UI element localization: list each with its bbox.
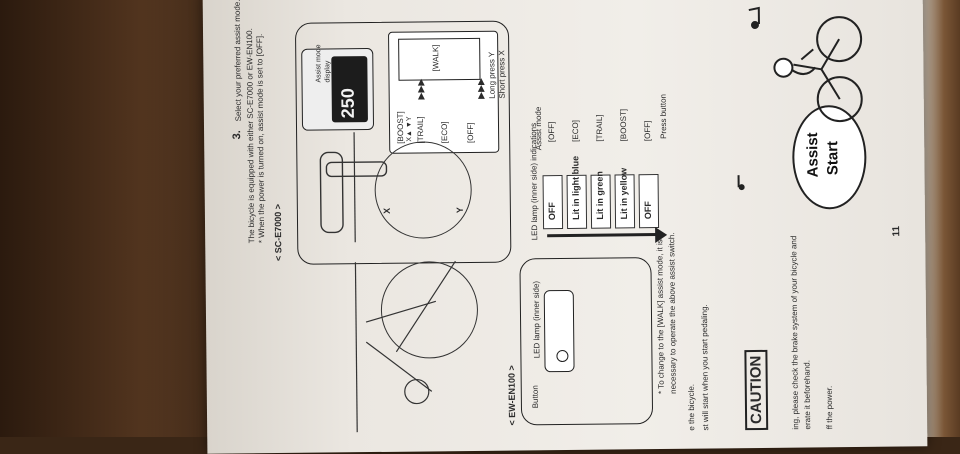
start-label: Start: [824, 140, 842, 176]
sc-e7000-heading: < SC-E7000 >: [272, 203, 284, 262]
left-fragment-2: st will start when you start pedaling.: [699, 304, 711, 431]
press-button-label: Press button: [658, 93, 669, 140]
handlebar-sketch: [319, 132, 388, 243]
display-label-2: display: [324, 60, 332, 83]
lamp-row-blue-label: Lit in light blue: [570, 155, 581, 220]
walk-arrow: ▶▶▶: [415, 78, 426, 100]
page-number: 11: [891, 225, 903, 237]
mode-boost: [BOOST]: [395, 111, 406, 144]
ew-en100-heading: < EW-EN100 >: [506, 365, 518, 426]
long-press-arrow: ▶▶▶: [475, 78, 486, 99]
short-press-label: Short press X: [497, 50, 507, 99]
lamp-row-off-2-label: OFF: [642, 201, 653, 220]
long-press-label: Long press Y: [487, 51, 497, 99]
indications-arrow-head: [655, 227, 668, 244]
left-fragment-1: e the bicycle.: [686, 383, 697, 431]
indications-arrow: [547, 233, 658, 238]
assist-mode-trail: [TRAIL]: [594, 114, 605, 142]
assist-label: Assist: [804, 132, 822, 178]
button-label: Button: [530, 385, 540, 409]
lamp-row-yellow-label: Lit in yellow: [618, 167, 629, 220]
caution-line-1: ing, please check the brake system of yo…: [789, 235, 801, 430]
step-number: 3.: [231, 130, 244, 140]
ew-note-1: * To change to the [WALK] assist mode, i…: [655, 239, 666, 395]
assist-mode-boost: [BOOST]: [618, 108, 629, 142]
page-edge: [920, 0, 960, 437]
caution-frame: CAUTION: [744, 349, 769, 431]
caution-line-2: erate it beforehand.: [802, 360, 813, 430]
step-line-1: Select your preferred assist mode.: [232, 0, 243, 122]
display-label-1: Assist mode: [315, 44, 323, 83]
display-speed: 250: [337, 88, 358, 119]
mode-off: [OFF]: [465, 122, 476, 144]
assist-mode-off-1: [OFF]: [546, 121, 557, 143]
xy-label: X▲ ▼Y: [405, 116, 414, 142]
step-line-3: * When the power is turned on, assist mo…: [255, 33, 267, 244]
lamp-row-green-label: Lit in green: [594, 171, 605, 220]
assist-mode-title: Assist mode: [533, 106, 544, 151]
walk-mode-label: [WALK]: [431, 44, 441, 72]
mode-eco: [ECO]: [439, 121, 450, 144]
ew-note-2: necessary to operate the above assist sw…: [667, 232, 678, 394]
led-lamp-label: LED lamp (inner side): [531, 280, 542, 359]
rider-illustration: [773, 16, 863, 123]
mode-trail: [TRAIL]: [415, 116, 426, 144]
music-note-icon: [748, 6, 760, 29]
music-note-small-icon: [737, 175, 745, 191]
assist-mode-off-2: [OFF]: [642, 120, 653, 142]
manual-page: 3. Select your preferred assist mode. Th…: [202, 0, 928, 454]
ew-en100-button[interactable]: [556, 349, 569, 363]
frame-sketch: [354, 260, 456, 433]
assist-mode-eco: [ECO]: [570, 120, 581, 142]
caution-line-3: ff the power.: [824, 385, 835, 430]
switch-y: Y: [454, 207, 465, 214]
lamp-row-off-1-label: OFF: [546, 202, 558, 221]
caution-label: CAUTION: [744, 349, 769, 431]
